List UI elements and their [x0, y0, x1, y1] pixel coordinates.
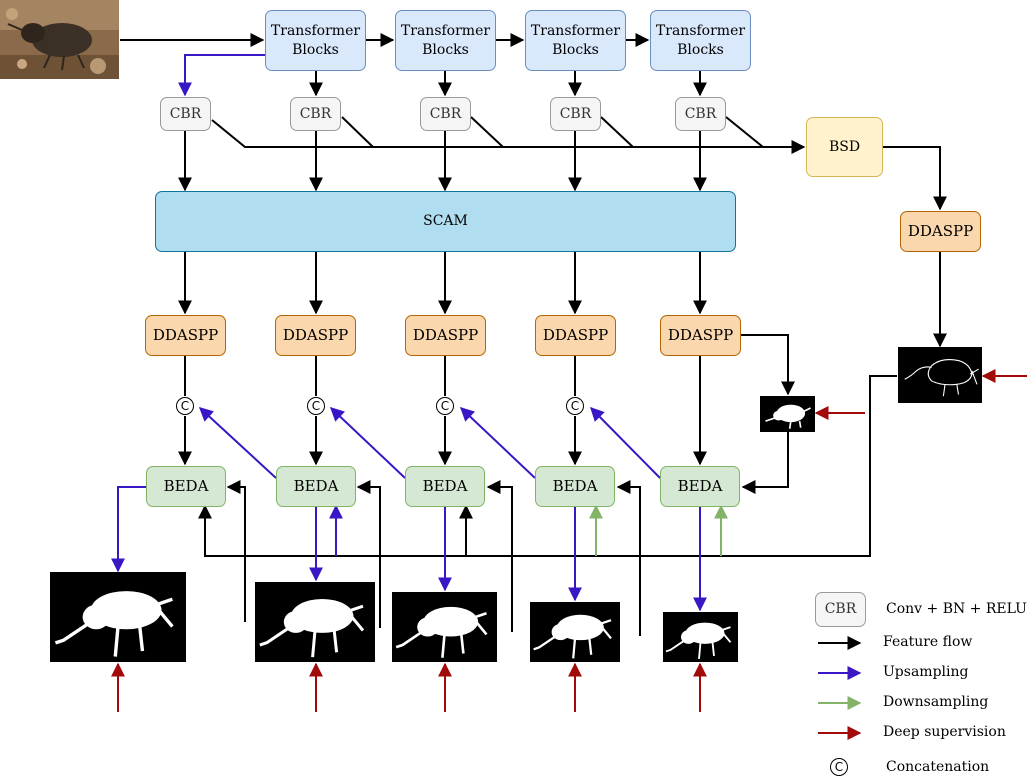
legend-feature-flow: Feature flow	[883, 634, 973, 650]
cbr-block-1: CBR	[160, 97, 211, 131]
concat-node-1: C	[176, 397, 194, 415]
transformer-block-2: Transformer Blocks	[395, 10, 496, 71]
ddaspp-block-2: DDASPP	[275, 315, 356, 356]
ddaspp-block-3: DDASPP	[405, 315, 486, 356]
upsampling-arrows	[111, 54, 707, 612]
edge-mask-side	[898, 347, 982, 403]
transformer-block-label: Transformer	[400, 22, 491, 39]
concat-node-3: C	[436, 397, 454, 415]
cbr-block-2: CBR	[290, 97, 341, 131]
transformer-block-4: Transformer Blocks	[650, 10, 751, 71]
transformer-block-label: Blocks	[677, 41, 724, 58]
transformer-block-3: Transformer Blocks	[525, 10, 626, 71]
concat-node-2: C	[307, 397, 325, 415]
bsd-block: BSD	[806, 117, 883, 177]
ddaspp-block-4: DDASPP	[535, 315, 616, 356]
ddaspp-side-block: DDASPP	[900, 211, 981, 252]
transformer-block-label: Transformer	[530, 22, 621, 39]
transformer-block-label: Blocks	[292, 41, 339, 58]
beda-block-3: BEDA	[405, 466, 485, 507]
legend-upsampling: Upsampling	[883, 664, 969, 680]
feature-flow-arrows	[120, 33, 947, 636]
beda-block-4: BEDA	[535, 466, 615, 507]
legend-cbr-box: CBR	[815, 592, 866, 627]
deep-supervision-arrows	[111, 369, 1027, 712]
legend-arrows	[818, 636, 862, 740]
legend-concat-symbol: C	[830, 758, 848, 776]
prediction-mask-3	[392, 592, 497, 662]
legend-cbr-desc: Conv + BN + RELU	[886, 601, 1027, 617]
prediction-mask-5	[663, 612, 738, 662]
transformer-block-label: Blocks	[552, 41, 599, 58]
ddaspp-block-1: DDASPP	[145, 315, 226, 356]
prediction-mask-4	[530, 602, 620, 662]
cbr-block-3: CBR	[420, 97, 471, 131]
prediction-mask-1	[50, 572, 186, 662]
cbr-block-4: CBR	[550, 97, 601, 131]
beda-block-5: BEDA	[660, 466, 740, 507]
prediction-mask-2	[255, 582, 375, 662]
ddaspp-block-5: DDASPP	[660, 315, 741, 356]
beda-block-1: BEDA	[146, 466, 226, 507]
legend-downsampling: Downsampling	[883, 694, 989, 710]
beda-block-2: BEDA	[276, 466, 356, 507]
transformer-block-label: Transformer	[655, 22, 746, 39]
input-image	[0, 0, 119, 79]
legend-concatenation: Concatenation	[886, 759, 990, 775]
scam-block: SCAM	[155, 191, 736, 252]
concat-node-4: C	[566, 397, 584, 415]
legend-deep-supervision: Deep supervision	[883, 724, 1006, 740]
transformer-block-1: Transformer Blocks	[265, 10, 366, 71]
mask-small	[760, 396, 815, 432]
transformer-block-label: Transformer	[270, 22, 361, 39]
cbr-block-5: CBR	[675, 97, 726, 131]
transformer-block-label: Blocks	[422, 41, 469, 58]
downsampling-arrows	[589, 504, 728, 556]
